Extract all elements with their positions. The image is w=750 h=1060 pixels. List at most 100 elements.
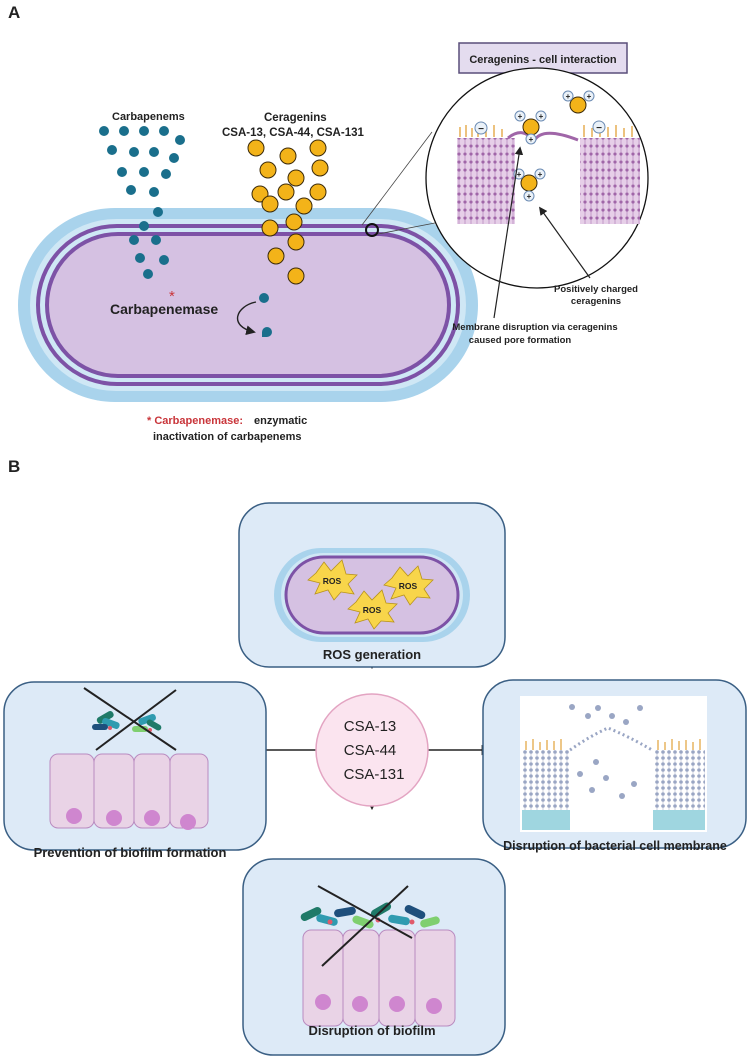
carbapenem-dot [99,126,109,136]
prevention-biofilm-box: Prevention of biofilm formation [3,681,267,860]
ceragenin-molecule [259,161,277,179]
negative-charge-sign: − [596,123,602,134]
note-asterisk-label: * Carbapenemase: [147,415,243,427]
membrane-left-base [522,810,570,830]
membrane-disruption-label-1: Membrane disruption via ceragenins [452,322,617,333]
panel-b-label: B [8,457,20,476]
carbapenem-dot [153,207,163,217]
plus-sign: + [517,170,522,179]
panel-a-label: A [8,3,20,22]
carbapenem-molecules [99,126,272,337]
carbapenem-dot [139,221,149,231]
carbapenem-dot [149,187,159,197]
carbapenem-dot [159,255,169,265]
carbapenem-dot [119,126,129,136]
panel-a: A [8,3,649,443]
enzyme-reaction-arrow [236,301,257,336]
ros-burst [383,565,434,606]
ceragenin-molecule [295,197,313,215]
membrane-disruption-label-2: caused pore formation [469,335,572,346]
ceragenin-molecule [287,233,305,251]
carbapenem-dot [175,135,185,145]
ceragenin-molecule [277,183,295,201]
cross-line [83,687,177,751]
carbapenem-dot [129,235,139,245]
cell-nucleus [106,810,122,826]
positively-charged-label-1: Positively charged [554,284,638,295]
plus-charge [514,110,526,122]
plus-sign: + [538,170,543,179]
negative-charge [474,121,488,135]
zoom-marker-circle [365,223,379,237]
carbapenemase-label: Carbapenemase [110,301,218,317]
panel-b: B ROS ROS ROS ROS generation [3,457,747,1056]
cell-nucleus [352,996,368,1012]
cell-wall-outer [36,224,460,386]
note-rest: enzymatic [254,415,307,427]
carbapenem-dot [259,293,269,303]
plus-sign: + [566,92,571,101]
cell-nucleus [66,808,82,824]
carbapenem-dot [139,126,149,136]
ceragenin-molecule [309,183,327,201]
cell-nucleus [389,996,405,1012]
ceragenin-molecule [279,147,297,165]
carbapenem-dot [139,167,149,177]
disruption-biofilm-box: Disruption of biofilm [242,858,506,1056]
cross-line [317,885,413,939]
compound-csa-44: CSA-44 [344,742,397,759]
carbapenem-dot [135,253,145,263]
carbapenem-dot [117,167,127,177]
positively-charged-label-2: ceragenins [571,296,621,307]
prevention-biofilm-label: Prevention of biofilm formation [34,845,227,860]
biofilm-layer [300,902,440,929]
carbapenem-dot [159,126,169,136]
carbapenem-dot [126,185,136,195]
compound-csa-131: CSA-131 [344,766,405,783]
membrane-bilayer-right [580,138,640,224]
inset-ceragenin [569,96,587,114]
disruption-biofilm-label: Disruption of biofilm [308,1023,435,1038]
lipid-fragments [569,704,643,799]
carbapenem-dot [107,145,117,155]
plus-charge [562,90,574,102]
epithelial-cell [302,929,344,1027]
zoom-leader-line [377,221,441,235]
ceragenins-list: CSA-13, CSA-44, CSA-131 [222,127,364,139]
membrane-right-bilayer [653,750,705,810]
carbapenem-dot [169,153,179,163]
plus-sign: + [529,135,534,144]
ceragenins-label: Ceragenins [264,112,327,124]
center-compounds: CSA-13 CSA-44 CSA-131 [315,693,429,807]
plus-charge [534,168,546,180]
membrane-left-bilayer [522,750,570,810]
ros-burst [347,589,398,630]
ros-burst [307,559,358,601]
pore-formation-arrow [493,146,524,319]
cross-line [321,885,409,967]
plus-sign: + [587,92,592,101]
compound-csa-13: CSA-13 [344,718,397,735]
ceragenin-interaction-inset: − − + + + + + + + + [425,67,649,289]
cell-nucleus [144,810,160,826]
plus-charge [583,90,595,102]
plus-sign: + [527,192,532,201]
zoom-leader-line [361,131,433,226]
ros-tag: ROS [363,605,382,615]
inset-ceragenin [522,118,540,136]
ceragenin-molecule [287,267,305,285]
membrane-bilayer-left [457,138,515,224]
carbapenem-dot [143,269,153,279]
membrane-lps [525,739,701,750]
ceragenin-molecule [261,219,279,237]
inset-ceragenin [520,174,538,192]
cell-nucleus [315,994,331,1010]
carbapenemase-asterisk: * [169,288,175,305]
plus-sign: + [539,112,544,121]
ros-generation-label: ROS generation [323,647,421,662]
cell-nucleus [180,814,196,830]
carbapenem-dot [151,235,161,245]
plus-charge [535,110,547,122]
cross-line [95,689,177,751]
